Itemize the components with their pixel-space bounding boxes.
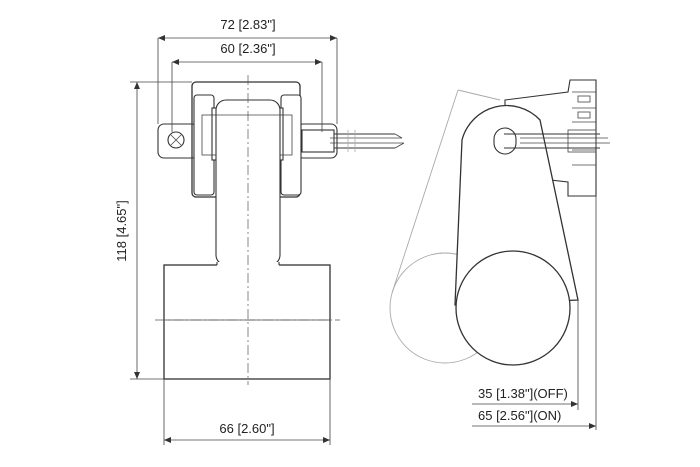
front-dimensions: [130, 35, 338, 445]
dim-on: 65 [2.56"](ON): [478, 408, 561, 423]
side-dimensions: [472, 196, 597, 430]
screw-icon: [167, 131, 185, 149]
dim-width-mount: 60 [2.36"]: [220, 41, 275, 56]
float-body: [163, 264, 331, 380]
side-float: [455, 250, 571, 366]
dim-width-float: 66 [2.60"]: [219, 421, 274, 436]
pivot-slot: [493, 127, 517, 155]
lever-arm: [454, 104, 579, 306]
side-view: [389, 79, 610, 366]
dim-height-overall: 118 [4.65"]: [114, 200, 129, 261]
dim-width-overall: 72 [2.83"]: [220, 17, 275, 32]
cable-gland: [301, 129, 335, 153]
front-view: [155, 75, 405, 385]
dim-off: 35 [1.38"](OFF): [478, 386, 568, 401]
